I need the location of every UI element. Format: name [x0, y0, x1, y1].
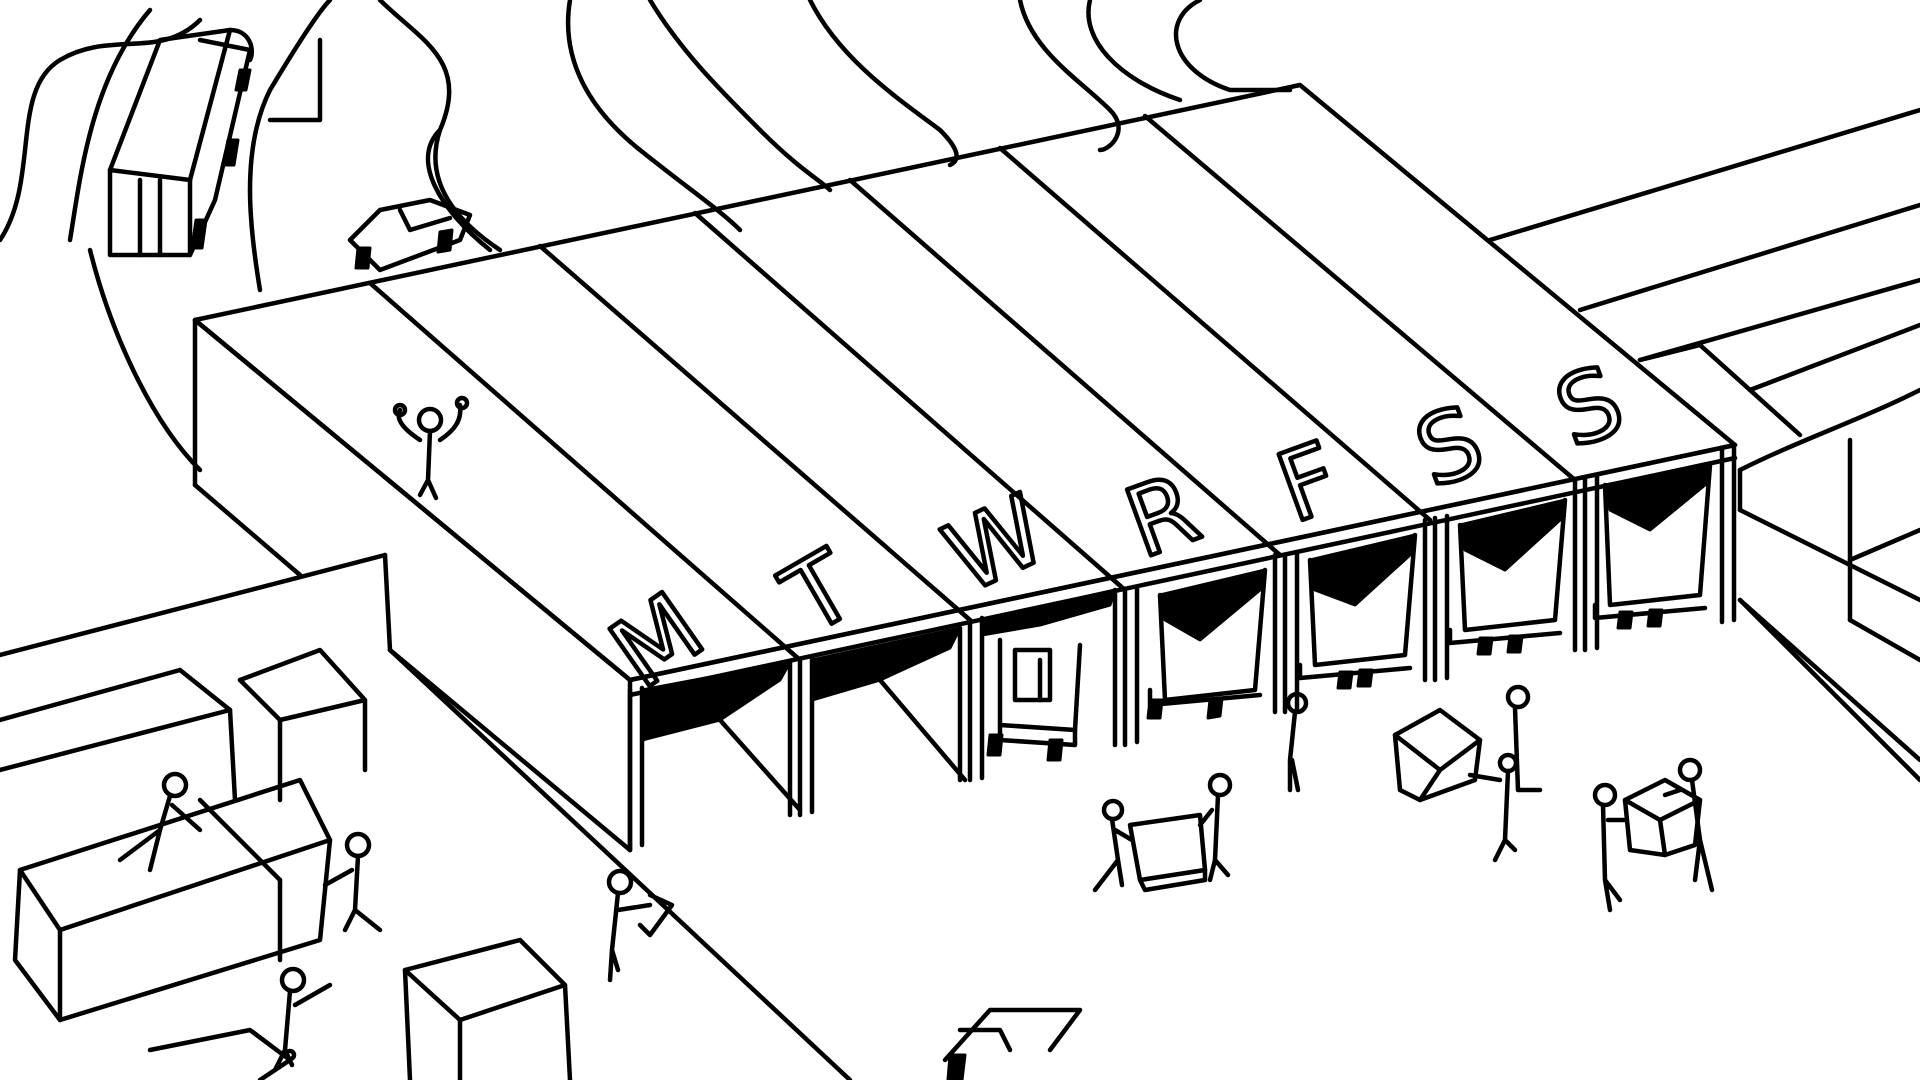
left-storage-area	[0, 552, 393, 1023]
loading-bays	[627, 445, 1737, 853]
people-carrying-box-right	[1592, 757, 1715, 913]
bay-s1-door	[1432, 477, 1578, 683]
bay-f-door	[1282, 517, 1428, 715]
bay-t-door	[797, 625, 968, 818]
bay-w-door	[967, 587, 1118, 783]
people-carrying-box-center	[1092, 772, 1233, 893]
bay-r-door	[1122, 552, 1278, 748]
ground	[387, 597, 1920, 1080]
bay-label-tuesday: T	[765, 529, 873, 656]
bay-s2-door	[1582, 445, 1737, 653]
warehouse-left-wall	[192, 317, 633, 853]
person-with-clipboard	[606, 868, 675, 983]
person-waving-on-roof	[392, 395, 470, 501]
bottom-boxes	[147, 937, 573, 1080]
right-road	[1487, 107, 1920, 783]
truck-top-left	[107, 27, 255, 258]
people-moving-box-right	[1392, 684, 1543, 863]
person-standing-center	[1285, 691, 1309, 793]
person-left-walking	[322, 831, 383, 933]
car-near-roof	[347, 197, 473, 273]
winding-roads	[0, 0, 1293, 473]
bottom-vehicle	[942, 1007, 1083, 1080]
bay-label-sunday: S	[1542, 344, 1638, 470]
person-on-box	[117, 771, 203, 873]
warehouse-roof	[192, 82, 1738, 698]
bay-m-door	[627, 659, 803, 853]
bay-label-thursday: R	[1112, 452, 1213, 580]
